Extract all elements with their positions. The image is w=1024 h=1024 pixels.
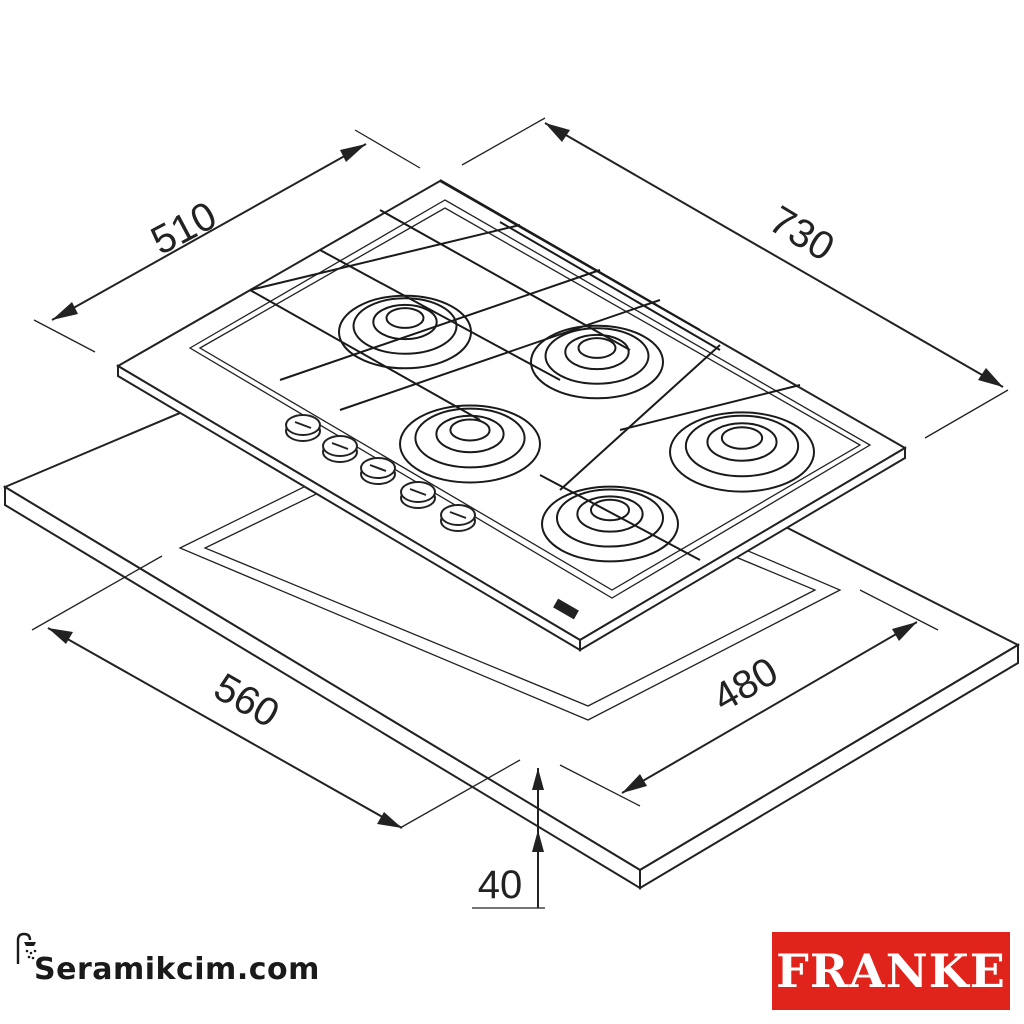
dim-thickness-label: 40 [478, 863, 523, 907]
dim-depth-label: 510 [144, 193, 224, 263]
knob-grip [449, 511, 467, 519]
grate-bar [539, 474, 701, 561]
knob-grip [409, 488, 427, 496]
burner-center [449, 418, 491, 442]
grate-bar [379, 209, 631, 351]
knob [285, 414, 321, 442]
knob [440, 504, 476, 532]
burner [541, 485, 679, 563]
burner [669, 411, 815, 493]
grate-bar [249, 224, 521, 291]
hob-plate [116, 179, 907, 652]
burner-center [589, 498, 631, 522]
burner [530, 324, 664, 400]
shower-head-icon [16, 932, 37, 964]
burner-center [720, 426, 764, 450]
dim-cutout-width-label: 560 [207, 665, 287, 736]
dim-width-label: 730 [762, 198, 842, 270]
grate-bar [499, 221, 721, 351]
knob-grip [369, 464, 387, 472]
grate-bar [249, 289, 481, 421]
burner-center [385, 307, 425, 329]
burner-center [577, 337, 617, 359]
knob [360, 457, 396, 485]
grate-bar [319, 249, 561, 381]
brand-name: FRANKE [776, 944, 1006, 998]
knob [322, 435, 358, 463]
grate-bar [339, 299, 661, 411]
site-name: Seramikcim.com [34, 952, 320, 987]
grate-bar [619, 384, 801, 431]
knob-grip [331, 442, 349, 450]
pan-supports [249, 179, 801, 561]
grate-bar [279, 269, 601, 381]
brand-logo: FRANKE [772, 932, 1010, 1010]
control-knobs [285, 414, 476, 532]
grate-bar [559, 344, 721, 491]
burner [399, 404, 541, 484]
knob-grip [294, 421, 312, 429]
burners [338, 294, 815, 563]
dimension-lines [31, 117, 1009, 909]
grate-bar [439, 179, 701, 331]
burner [338, 294, 472, 370]
knob [400, 481, 436, 509]
